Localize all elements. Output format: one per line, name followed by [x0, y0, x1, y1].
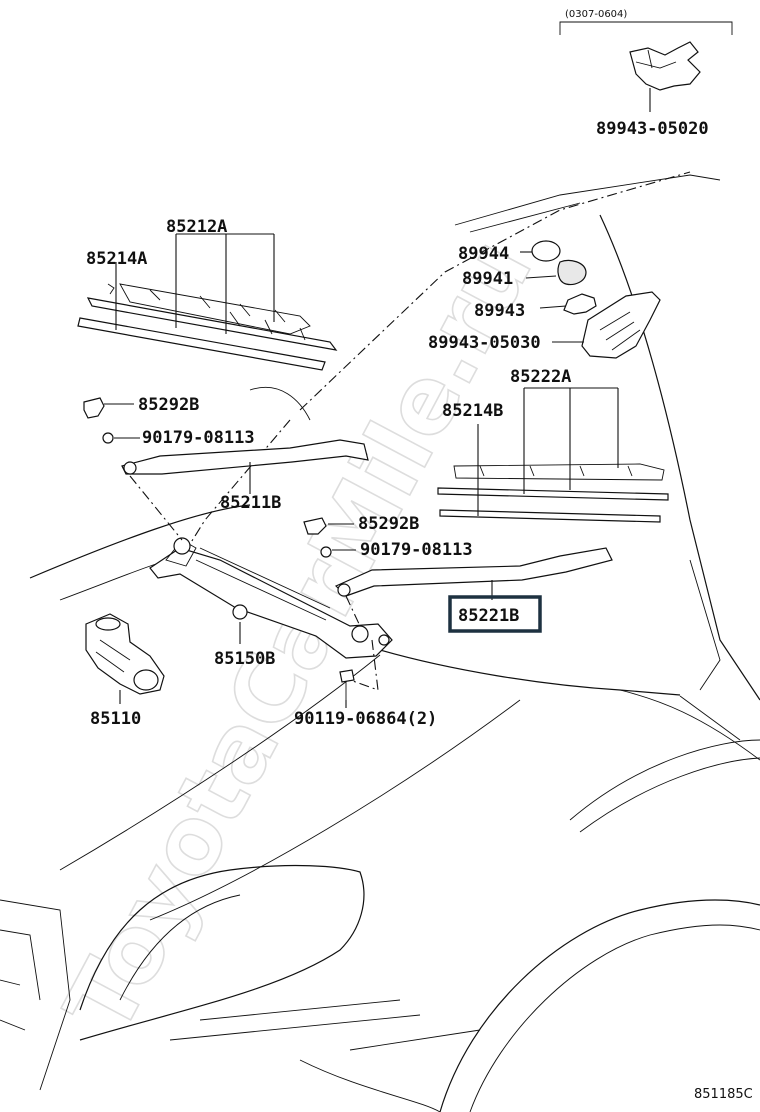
label-85292B-right: 85292B: [358, 514, 419, 534]
label-85214B: 85214B: [442, 401, 503, 421]
label-89943-05020: 89943-05020: [596, 119, 709, 139]
label-85292B-left: 85292B: [138, 395, 199, 415]
washer-nozzle-parts: [520, 240, 661, 359]
label-90119-06864: 90119-06864(2): [294, 709, 437, 729]
label-85221B: 85221B: [458, 606, 519, 626]
wiper-linkage-85150B: [129, 475, 393, 691]
label-85110: 85110: [90, 709, 141, 729]
wiper-arm-85221B: [334, 547, 613, 600]
wiper-motor-85110: [85, 613, 165, 704]
label-85211B: 85211B: [220, 493, 281, 513]
highlight-box-85221B: [448, 595, 542, 633]
label-89944: 89944: [458, 244, 509, 264]
wiper-blade-assembly-a: [77, 283, 338, 371]
label-85150B: 85150B: [214, 649, 275, 669]
range-note: (0307-0604): [565, 9, 627, 20]
label-90179-08113-left: 90179-08113: [142, 428, 255, 448]
label-89943-05030: 89943-05030: [428, 333, 541, 353]
arm-cap-and-nut-left: [83, 397, 140, 444]
label-89941: 89941: [462, 269, 513, 289]
range-bracket: (0307-0604): [559, 9, 733, 35]
label-85212A: 85212A: [166, 217, 227, 237]
label-85222A: 85222A: [510, 367, 571, 387]
leaders-blade-a: [115, 233, 275, 334]
diagram-code: 851185C: [694, 1087, 753, 1102]
leaders-blade-b: [477, 387, 619, 516]
nozzle-cover-89943-05020: [629, 41, 701, 112]
arm-cap-and-nut-right: [303, 517, 356, 558]
bolt-90119-06864: [339, 669, 355, 708]
wiper-blade-assembly-b: [437, 463, 669, 523]
label-85214A: 85214A: [86, 249, 147, 269]
wiper-arm-85211B: [121, 439, 369, 494]
label-90179-08113-right: 90179-08113: [360, 540, 473, 560]
label-89943: 89943: [474, 301, 525, 321]
